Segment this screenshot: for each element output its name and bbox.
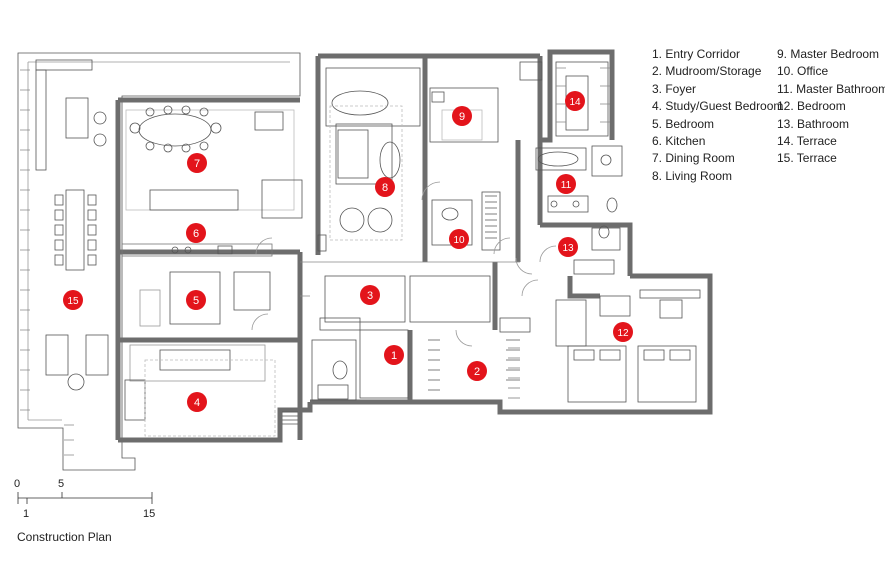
- legend-item: 13. Bathroom: [777, 116, 850, 131]
- marker-room-4: 4: [187, 392, 207, 412]
- legend-item: 3. Foyer: [652, 81, 697, 96]
- marker-room-10: 10: [449, 229, 469, 249]
- legend-item: 15. Terrace: [777, 151, 837, 166]
- scale-bar: [17, 492, 153, 504]
- legend-column-left: 1. Entry Corridor 2. Mudroom/Storage 3. …: [652, 46, 783, 185]
- svg-text:9: 9: [459, 111, 465, 123]
- marker-room-9: 9: [452, 106, 472, 126]
- svg-text:15: 15: [67, 296, 79, 307]
- legend-item: 8. Living Room: [652, 168, 733, 183]
- legend-item: 10. Office: [777, 64, 829, 79]
- svg-text:12: 12: [617, 328, 629, 339]
- marker-room-14: 14: [565, 91, 585, 111]
- marker-room-3: 3: [360, 285, 380, 305]
- svg-text:3: 3: [367, 290, 373, 302]
- svg-text:11: 11: [561, 180, 572, 191]
- terrace-15-outline: [17, 52, 301, 471]
- marker-room-1: 1: [384, 345, 404, 365]
- scale-tick-1: 1: [23, 508, 30, 520]
- legend-item: 7. Dining Room: [652, 151, 735, 166]
- marker-room-6: 6: [186, 223, 206, 243]
- svg-text:10: 10: [453, 235, 465, 246]
- scale-tick-15: 15: [143, 508, 156, 520]
- marker-room-15: 15: [63, 290, 83, 310]
- marker-room-12: 12: [613, 322, 633, 342]
- scale-tick-5: 5: [58, 478, 65, 490]
- svg-text:6: 6: [193, 228, 199, 240]
- svg-text:14: 14: [569, 97, 581, 108]
- legend-item: 4. Study/Guest Bedroom: [652, 99, 784, 114]
- svg-text:2: 2: [474, 366, 480, 378]
- svg-text:5: 5: [193, 295, 199, 307]
- legend-item: 12. Bedroom: [777, 99, 846, 114]
- svg-text:7: 7: [194, 158, 200, 170]
- marker-room-5: 5: [186, 290, 206, 310]
- marker-room-13: 13: [558, 237, 578, 257]
- legend-item: 14. Terrace: [777, 134, 837, 149]
- scale-tick-0: 0: [14, 478, 21, 490]
- legend-item: 11. Master Bathroom: [777, 81, 885, 96]
- legend-item: 5. Bedroom: [652, 116, 715, 131]
- legend-item: 1. Entry Corridor: [652, 47, 741, 61]
- marker-room-8: 8: [375, 177, 395, 197]
- legend-column-right: 9. Master Bedroom 10. Office 11. Master …: [777, 46, 885, 168]
- legend-item: 2. Mudroom/Storage: [652, 64, 762, 79]
- svg-text:1: 1: [391, 350, 397, 362]
- marker-room-11: 11: [556, 174, 576, 194]
- svg-text:8: 8: [382, 182, 388, 194]
- svg-text:4: 4: [194, 397, 200, 409]
- marker-room-2: 2: [467, 361, 487, 381]
- svg-text:13: 13: [562, 243, 574, 254]
- legend-item: 9. Master Bedroom: [777, 47, 880, 61]
- plan-caption: Construction Plan: [17, 530, 112, 544]
- marker-room-7: 7: [187, 153, 207, 173]
- legend-item: 6. Kitchen: [652, 134, 706, 149]
